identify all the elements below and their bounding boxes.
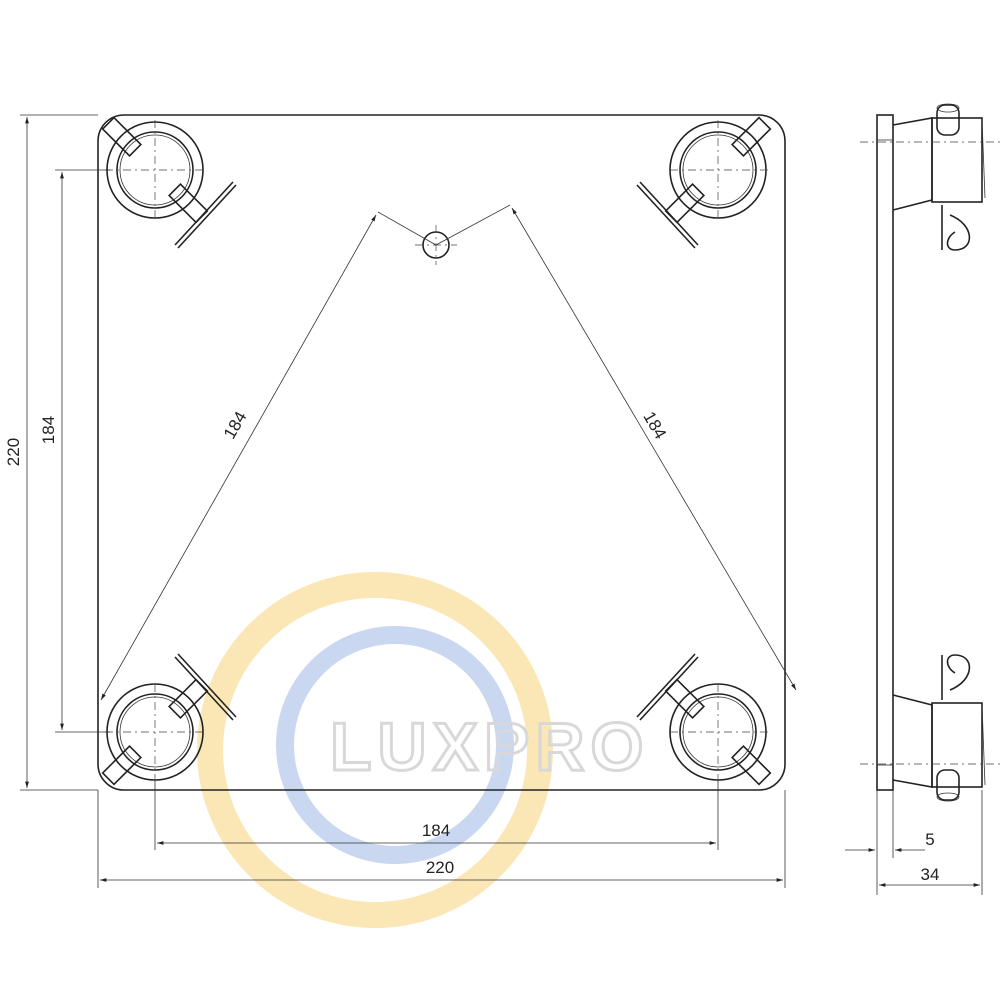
dim-diagonal-left: 184 (220, 408, 251, 442)
dim-plate-height: 220 (4, 438, 23, 466)
plate-side-view (860, 103, 1000, 802)
watermark-text: LUXPRO (330, 709, 649, 785)
connector-top-right (636, 116, 772, 249)
dim-plate-thickness: 5 (925, 830, 934, 849)
dim-hole-spacing-horizontal: 184 (422, 821, 450, 840)
side-connector-bottom (860, 654, 1000, 802)
watermark-blue-ring (276, 626, 514, 864)
connector-bottom-right (636, 653, 772, 786)
dim-plate-width: 220 (426, 858, 454, 877)
plate-front-view (97, 114, 786, 791)
side-connector-top (860, 103, 1000, 251)
dim-diagonal-right: 184 (639, 408, 670, 442)
dim-total-depth: 34 (921, 865, 940, 884)
connector-top-left (101, 116, 237, 249)
dim-hole-spacing-vertical: 184 (39, 416, 58, 444)
